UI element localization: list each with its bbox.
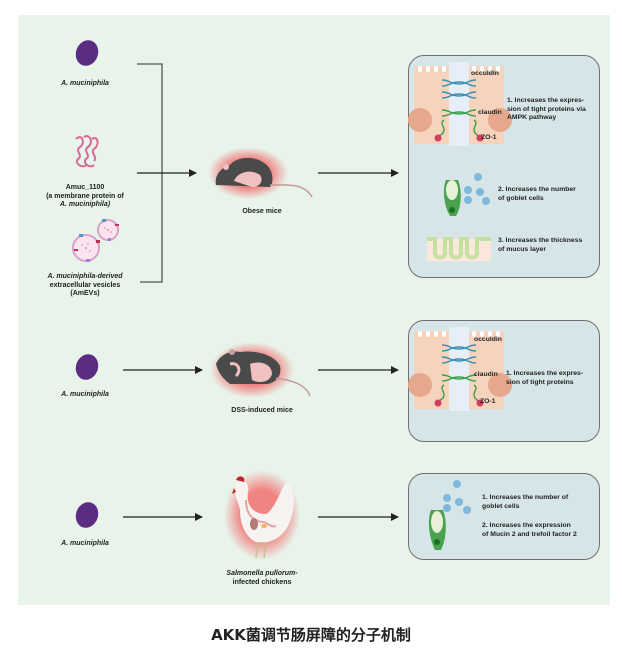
host-label: DSS-induced mice	[231, 407, 293, 414]
bacterium-icon	[75, 354, 99, 380]
tight-junction-icon	[408, 327, 512, 411]
effect-text: 1. Increases the number of goblet cells	[482, 494, 569, 510]
goblet-cell-icon	[443, 173, 490, 216]
effect-text: 2. Increases the number of goblet cells	[498, 186, 576, 202]
effect-text: 1. Increases the expres- sion of tight p…	[507, 97, 586, 121]
source-label: A. muciniphila-derived extracellular ves…	[47, 273, 123, 297]
effect-text: 3. Increases the thickness of mucus laye…	[498, 237, 583, 253]
source-label: A. muciniphila	[61, 540, 109, 547]
bacterium-icon	[75, 40, 99, 66]
source-label: Amuc_1100 (a membrane protein of A. muci…	[46, 184, 124, 208]
mucus-layer-icon	[427, 237, 491, 261]
occludin-label: occuldin	[474, 336, 502, 343]
dss-mouse-icon	[210, 342, 311, 398]
protein-icon	[75, 135, 99, 168]
source-label: A. muciniphila	[61, 391, 109, 398]
effect-text: 1. Increases the expres- sion of tight p…	[506, 370, 584, 386]
claudin-label: claudin	[478, 109, 502, 116]
effect-text: 2. Increases the expression of Mucin 2 a…	[482, 522, 577, 538]
host-label: Obese mice	[242, 208, 282, 215]
figure-caption: AKK菌调节肠屏障的分子机制	[211, 626, 411, 644]
occludin-label: occuldin	[471, 70, 499, 77]
chicken-icon	[224, 470, 300, 560]
goblet-cell-icon	[428, 480, 471, 550]
zo1-label: ZO-1	[480, 398, 496, 405]
claudin-label: claudin	[474, 371, 498, 378]
tight-junction-icon	[408, 62, 512, 146]
bacterium-icon	[75, 502, 99, 528]
obese-mouse-icon	[208, 147, 313, 199]
zo1-label: ZO-1	[481, 134, 497, 141]
host-label: Salmonella pullorum- infected chickens	[226, 570, 298, 586]
source-label: A. muciniphila	[61, 80, 109, 87]
vesicle-icon	[72, 219, 119, 262]
